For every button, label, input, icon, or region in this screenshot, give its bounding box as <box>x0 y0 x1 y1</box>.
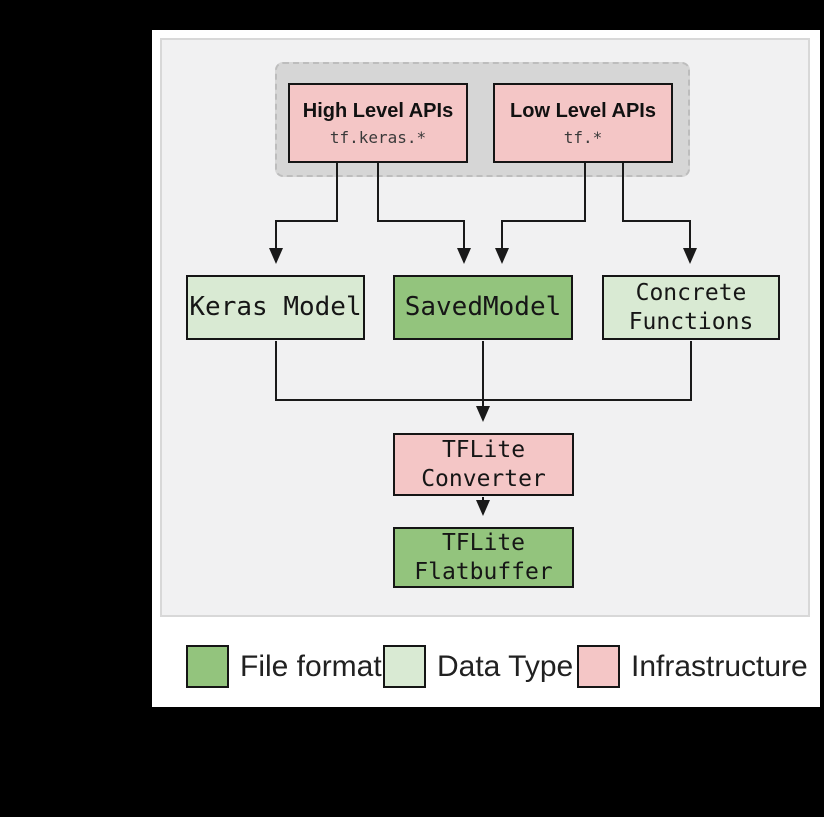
node-saved-model: SavedModel <box>393 275 573 340</box>
legend-swatch-infrastructure <box>577 645 620 688</box>
node-concrete-functions: Concrete Functions <box>602 275 780 340</box>
legend-swatch-data-type <box>383 645 426 688</box>
node-tflite-flatbuffer: TFLite Flatbuffer <box>393 527 574 588</box>
saved-model-label: SavedModel <box>404 292 562 323</box>
high-level-apis-title: High Level APIs <box>302 99 454 122</box>
concrete-functions-label: Concrete Functions <box>628 279 754 335</box>
low-level-apis-title: Low Level APIs <box>510 99 656 122</box>
node-high-level-apis: High Level APIs tf.keras.* <box>288 83 468 163</box>
node-keras-model: Keras Model <box>186 275 365 340</box>
legend-swatch-file-format <box>186 645 229 688</box>
node-tflite-converter: TFLite Converter <box>393 433 574 496</box>
legend-label-file-format: File format <box>240 650 382 683</box>
tflite-converter-label: TFLite Converter <box>421 436 546 492</box>
legend-label-data-type: Data Type <box>437 650 574 683</box>
node-low-level-apis: Low Level APIs tf.* <box>493 83 673 163</box>
high-level-apis-code: tf.keras.* <box>329 127 427 147</box>
low-level-apis-code: tf.* <box>563 127 603 147</box>
legend-label-infrastructure: Infrastructure <box>631 650 808 683</box>
tflite-flatbuffer-label: TFLite Flatbuffer <box>414 529 553 585</box>
keras-model-label: Keras Model <box>189 292 362 323</box>
